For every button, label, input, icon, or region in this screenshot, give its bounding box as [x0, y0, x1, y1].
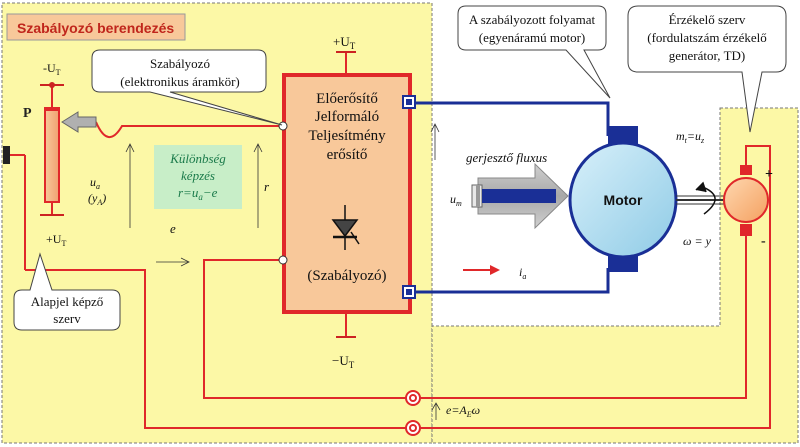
generator-plus: +	[765, 167, 773, 182]
amp-minus-supply: −UT	[332, 353, 355, 370]
pot-plus-label: +UT	[46, 232, 66, 248]
ua-label: ua	[90, 175, 100, 191]
amp-line2: Jelformáló	[315, 109, 379, 125]
amp-line1: Előerősítő	[316, 91, 378, 107]
mt-label: mt=uz	[676, 129, 705, 145]
potentiometer: P -UT +UT	[3, 61, 66, 248]
rotation-arrow-icon	[695, 181, 716, 215]
omega-label: ω = y	[683, 234, 712, 248]
amp-line4: erősítő	[327, 147, 368, 163]
wiper-arrow	[61, 111, 97, 133]
signal-arrows	[125, 123, 441, 420]
e-label: e	[170, 221, 176, 236]
pot-minus-label: -UT	[43, 61, 61, 77]
svg-text:Érzékelő szerv: Érzékelő szerv	[669, 12, 746, 27]
amp-line3: Teljesítmény	[308, 128, 386, 144]
ya-label: (yA)	[88, 191, 106, 207]
svg-text:Alapjel képző: Alapjel képző	[31, 294, 104, 309]
amp-plus-supply: +UT	[333, 34, 356, 51]
r-label: r	[264, 179, 270, 194]
difference-box	[154, 145, 242, 209]
red-wiring	[10, 52, 771, 429]
title-box	[6, 13, 186, 41]
amp-bottom: (Szabályozó)	[307, 268, 386, 284]
flux-label: gerjesztő fluxus	[466, 150, 547, 165]
callout-setpoint: Alapjel képző szerv	[13, 252, 121, 331]
diff-line3: r=ua−e	[178, 185, 218, 202]
motor-label: Motor	[604, 192, 643, 208]
thyristor-icon	[331, 205, 360, 250]
motor: Motor	[568, 126, 725, 272]
amp-input-terminal-top	[278, 121, 288, 131]
svg-text:(elektronikus áramkör): (elektronikus áramkör)	[120, 74, 239, 89]
ia-label: ia	[519, 265, 526, 281]
left-terminal	[3, 146, 10, 164]
amplifier-box	[282, 73, 412, 314]
generator-minus: -	[761, 234, 766, 249]
page-title: Szabályozó berendezés	[17, 20, 174, 36]
svg-text:Szabályozó: Szabályozó	[150, 56, 210, 71]
blue-motor-wires	[412, 101, 610, 294]
callout-controller: Szabályozó (elektronikus áramkör)	[91, 49, 283, 126]
svg-text:generátor, TD): generátor, TD)	[669, 48, 745, 63]
svg-text:(egyenáramú motor): (egyenáramú motor)	[479, 30, 585, 45]
um-label: um	[450, 192, 462, 208]
tacho-generator: + -	[723, 165, 773, 249]
feedback-terminals	[405, 390, 421, 436]
diff-line1: Különbség	[169, 151, 226, 166]
sensor-panel	[431, 107, 799, 444]
svg-text:A szabályozott folyamat: A szabályozott folyamat	[469, 12, 596, 27]
callout-process: A szabályozott folyamat (egyenáramú moto…	[457, 5, 611, 99]
svg-text:(fordulatszám érzékelő: (fordulatszám érzékelő	[647, 30, 766, 45]
svg-text:szerv: szerv	[53, 311, 81, 326]
pot-label: P	[23, 106, 32, 121]
callout-sensor: Érzékelő szerv (fordulatszám érzékelő ge…	[627, 5, 787, 133]
flux-arrow	[471, 162, 569, 230]
diff-line2: képzés	[181, 168, 215, 183]
feedback-label: e=AEω	[446, 403, 480, 419]
amp-input-terminal-bottom	[278, 255, 288, 265]
